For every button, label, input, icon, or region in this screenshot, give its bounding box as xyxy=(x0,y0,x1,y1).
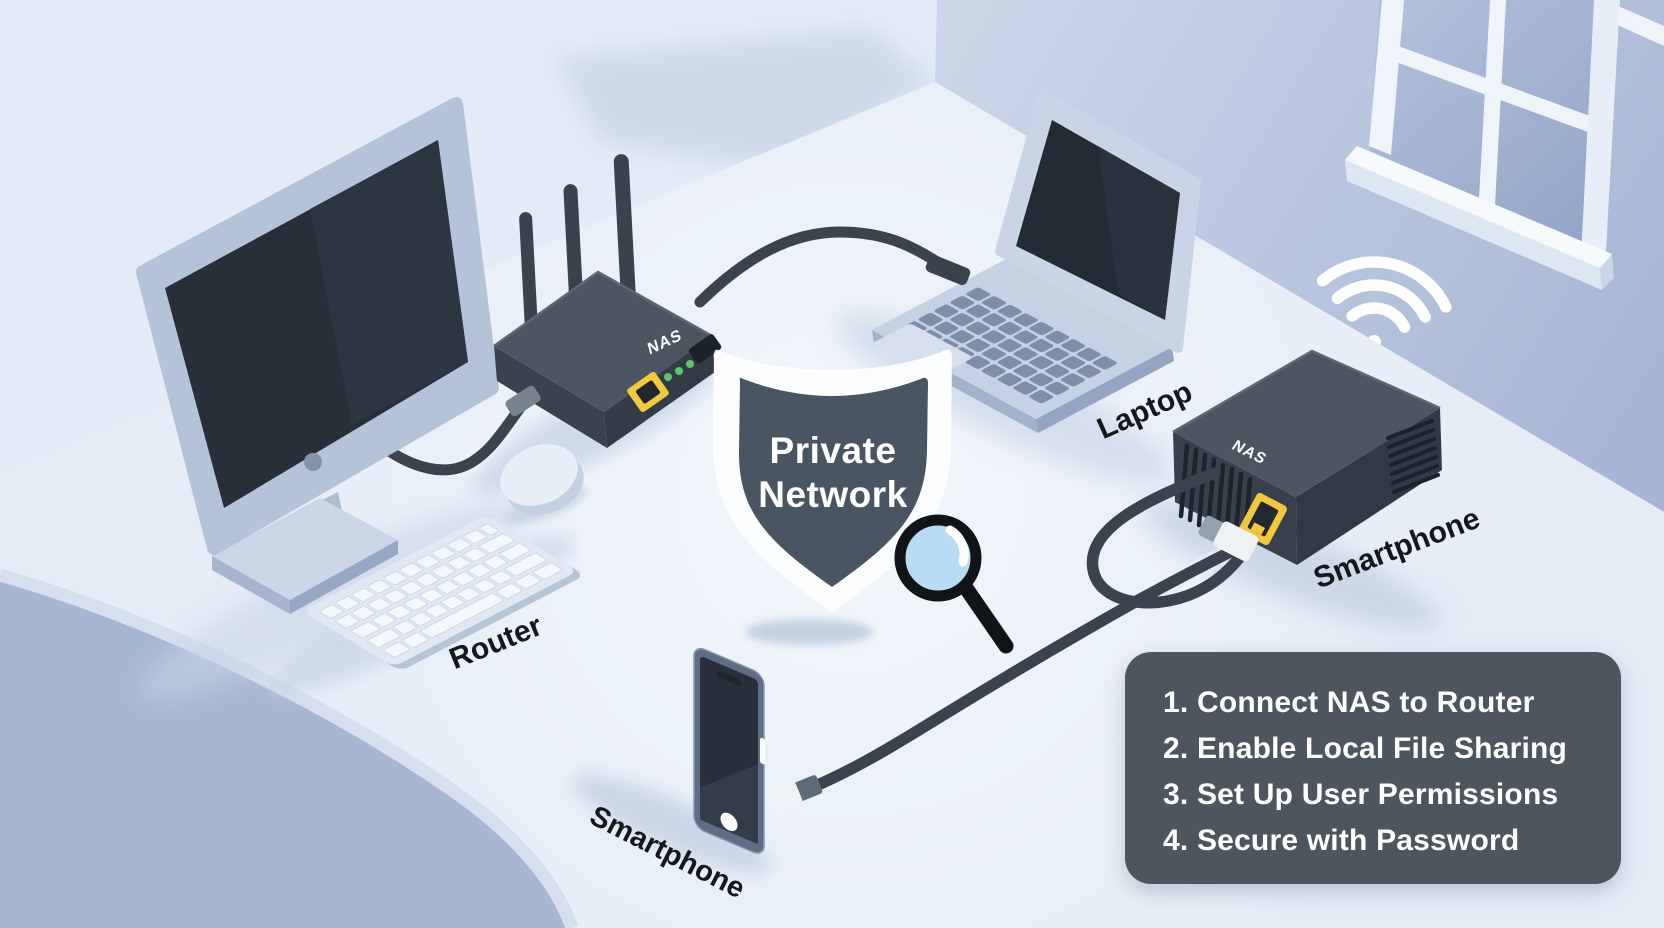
nas-illustration xyxy=(1086,349,1442,609)
nas-cable-plug xyxy=(1198,515,1259,562)
ethernet-cables xyxy=(373,223,1245,799)
magnifying-glass-icon xyxy=(894,514,1014,654)
router-illustration xyxy=(493,154,722,448)
laptop-illustration xyxy=(872,91,1201,433)
laptop-cable-plug xyxy=(925,254,971,286)
monitor-cable-plug xyxy=(505,385,541,417)
monitor-illustration xyxy=(136,97,499,614)
mouse-illustration xyxy=(500,444,584,515)
phone-side-button xyxy=(760,737,765,765)
nas-ethernet-port xyxy=(1239,493,1287,545)
smartphone-illustration xyxy=(693,647,823,854)
nas-side-vents xyxy=(1386,419,1440,494)
phone-cable-plug xyxy=(767,775,823,813)
keyboard-illustration xyxy=(306,517,581,669)
cable-loop xyxy=(1086,467,1249,609)
phone-speaker xyxy=(717,670,741,686)
phone-home-button xyxy=(720,812,738,832)
shield-icon xyxy=(713,349,952,612)
window-illustration xyxy=(1345,0,1664,290)
